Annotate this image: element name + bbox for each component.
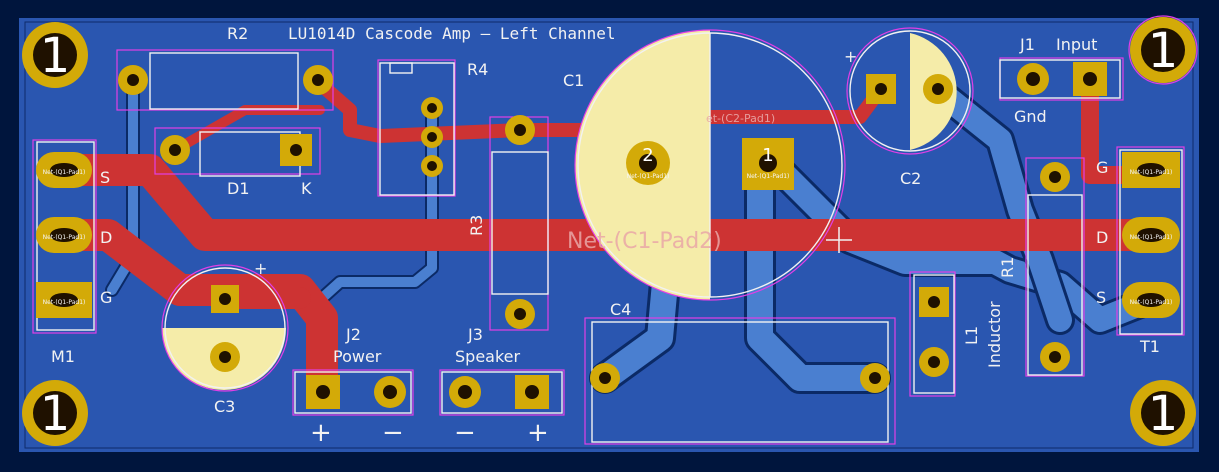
j1-input-label: Input — [1056, 35, 1097, 54]
pad-net-label: Net-(Q1-Pad1) — [1130, 169, 1173, 176]
j3-minus-marker: − — [454, 418, 476, 448]
pad-net-label: Net-(Q1-Pad1) — [43, 169, 86, 176]
c2-ref: C2 — [900, 169, 921, 188]
net-label-c2-trace: et-(C2-Pad1) — [706, 112, 775, 125]
pad-net-label: Net-(Q1-Pad1) — [627, 173, 670, 180]
m1-pin-g: G — [100, 288, 112, 307]
t1-ref: T1 — [1139, 337, 1160, 356]
d1-ref: D1 — [227, 179, 250, 198]
j3-label: Speaker — [455, 347, 521, 366]
c1-pad2-number: 2 — [642, 145, 653, 166]
board-edge — [24, 21, 1194, 449]
t1-pin-d: D — [1096, 228, 1108, 247]
r2-ref: R2 — [227, 24, 248, 43]
t1-pin-s: S — [1096, 288, 1106, 307]
mounting-hole-label: 1 — [40, 386, 71, 442]
j2-plus-marker: + — [310, 418, 332, 448]
mounting-holes: 1 1 1 1 — [22, 17, 1196, 446]
c3-ref: C3 — [214, 397, 235, 416]
net-label-main-trace: Net-(C1-Pad2) — [567, 229, 722, 254]
r4-ref: R4 — [467, 60, 488, 79]
board-title: LU1014D Cascode Amp – Left Channel — [288, 24, 616, 43]
j1-gnd-label: Gnd — [1014, 107, 1047, 126]
m1-ref: M1 — [51, 347, 75, 366]
mounting-hole-label: 1 — [1148, 23, 1179, 79]
l1-label: Inductor — [985, 301, 1004, 368]
r3-ref: R3 — [467, 215, 486, 236]
j1-ref: J1 — [1019, 35, 1035, 54]
pads — [36, 62, 1180, 409]
pad-net-label: Net-(Q1-Pad1) — [747, 173, 790, 180]
l1-ref: L1 — [962, 326, 981, 345]
m1-pin-s: S — [100, 168, 110, 187]
j2-ref: J2 — [345, 325, 361, 344]
d1-k-label: K — [301, 179, 312, 198]
pad-annotations: 2 1 Net-(Q1-Pad1) Net-(Q1-Pad1) Net-(Q1-… — [43, 145, 1173, 306]
j3-ref: J3 — [467, 325, 483, 344]
mounting-hole-label: 1 — [40, 28, 71, 84]
mounting-hole-label: 1 — [1148, 386, 1179, 442]
silkscreen-layer — [36, 30, 1183, 443]
j3-plus-marker: + — [527, 418, 549, 448]
pad-net-label: Net-(Q1-Pad1) — [43, 299, 86, 306]
r1-ref: R1 — [998, 257, 1017, 278]
c4-ref: C4 — [610, 300, 631, 319]
j2-label: Power — [333, 347, 382, 366]
pad-net-label: Net-(Q1-Pad1) — [1130, 299, 1173, 306]
silkscreen-text: LU1014D Cascode Amp – Left Channel R2 D1… — [51, 24, 1160, 448]
c2-polarity-marker: + — [844, 47, 857, 66]
c1-ref: C1 — [563, 71, 584, 90]
t1-pin-g: G — [1096, 158, 1108, 177]
pad-net-label: Net-(Q1-Pad1) — [1130, 234, 1173, 241]
m1-pin-d: D — [100, 228, 112, 247]
c1-pad1-number: 1 — [762, 145, 773, 166]
pad-net-label: Net-(Q1-Pad1) — [43, 234, 86, 241]
c3-polarity-marker: + — [254, 259, 267, 278]
j2-minus-marker: − — [382, 418, 404, 448]
